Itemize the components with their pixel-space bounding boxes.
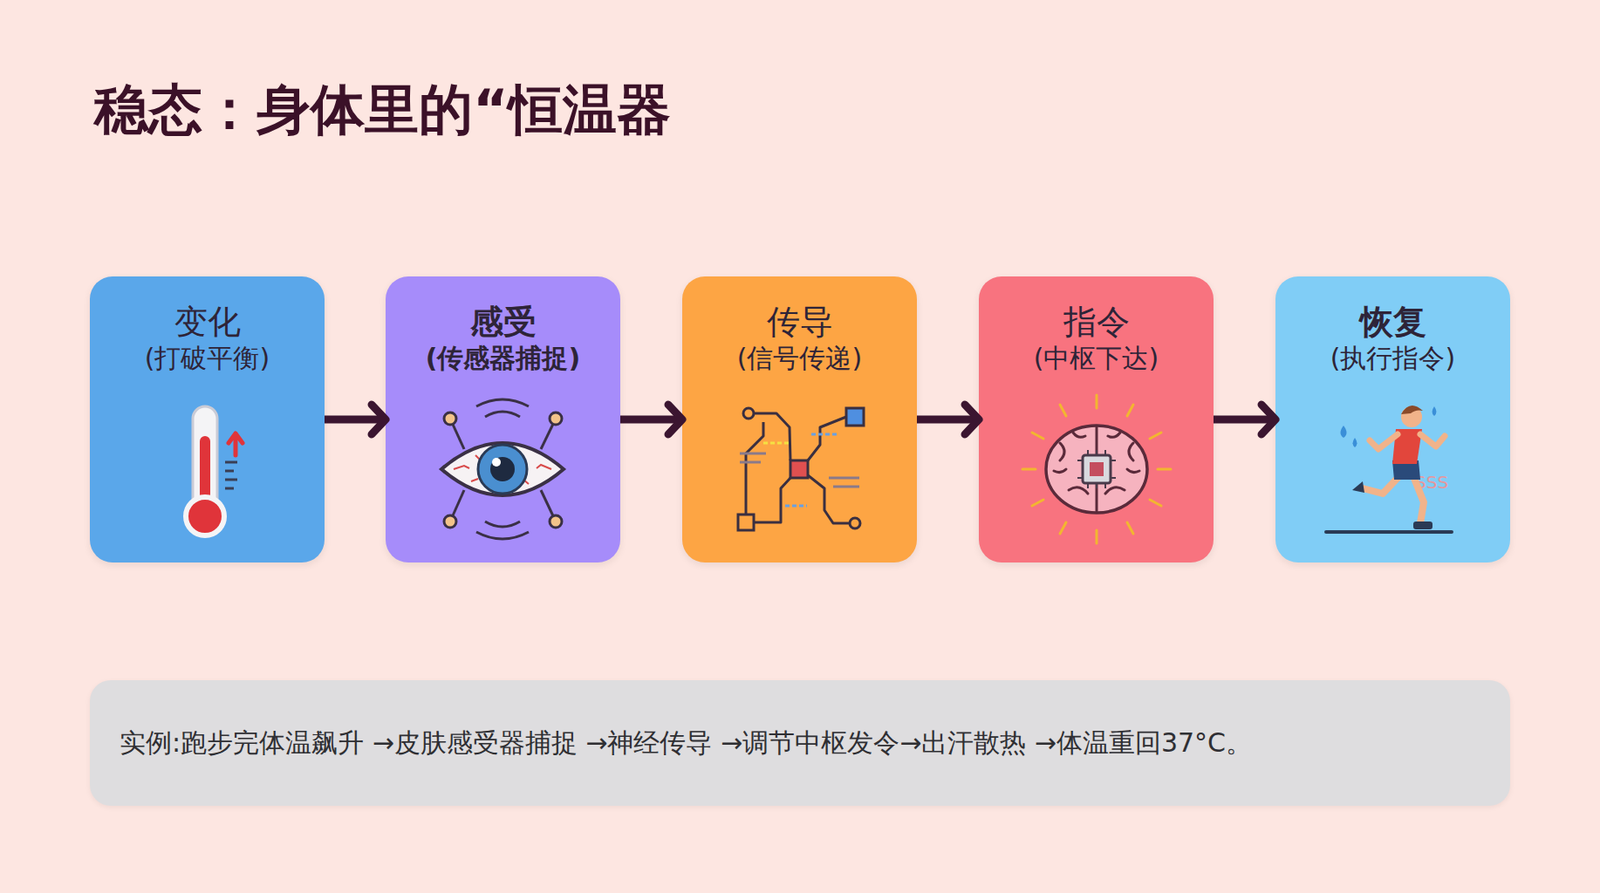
step-subtitle: (打破平衡) (144, 342, 270, 375)
process-step-box: 感受(传感器捕捉) (385, 276, 621, 563)
step-title: 恢复 (1360, 302, 1427, 343)
icon-layer (185, 395, 1452, 544)
arrow-shaft (620, 416, 679, 424)
icon-label: SSS (1415, 471, 1449, 493)
arrow-head (964, 404, 979, 435)
brain-chip-icon (1022, 395, 1171, 544)
arrow-head (371, 404, 386, 435)
step-title: 指令 (1063, 302, 1130, 343)
diagram-title: 稳态：身体里的“恒温器 (94, 73, 671, 147)
step-subtitle: (中枢下达) (1033, 342, 1159, 375)
process-step-box: 变化(打破平衡) (89, 276, 325, 563)
eye-sensor-icon (441, 399, 564, 540)
step-subtitle: (执行指令) (1330, 342, 1456, 375)
process-step-box: 恢复(执行指令) (1275, 276, 1511, 563)
step-subtitle: (传感器捕捉) (425, 342, 581, 375)
arrow-shaft (1213, 416, 1272, 424)
runner-icon (1326, 405, 1452, 533)
example-box: 实例:跑步完体温飙升 →皮肤感受器捕捉 →神经传导 →调节中枢发令→出汗散热 →… (89, 680, 1511, 807)
arrow-shaft (324, 416, 383, 424)
flow-arrow (324, 404, 386, 435)
flow-arrow (916, 404, 979, 435)
arrow-head (1261, 404, 1276, 435)
flow-arrow (620, 404, 683, 435)
arrow-head (668, 404, 683, 435)
connector-layer (324, 404, 1276, 435)
example-text: 实例:跑步完体温飙升 →皮肤感受器捕捉 →神经传导 →调节中枢发令→出汗散热 →… (119, 727, 1252, 759)
step-title: 感受 (470, 302, 537, 343)
process-step-box: 传导(信号传递) (682, 276, 917, 563)
step-title: 传导 (766, 302, 834, 343)
step-title: 变化 (174, 302, 241, 343)
step-subtitle: (信号传递) (737, 342, 862, 375)
flow-arrow (1213, 404, 1276, 435)
process-step-box: 指令(中枢下达) (978, 276, 1214, 563)
thermometer-icon (185, 406, 243, 536)
arrow-shaft (916, 416, 976, 424)
circuit-icon (738, 408, 864, 531)
